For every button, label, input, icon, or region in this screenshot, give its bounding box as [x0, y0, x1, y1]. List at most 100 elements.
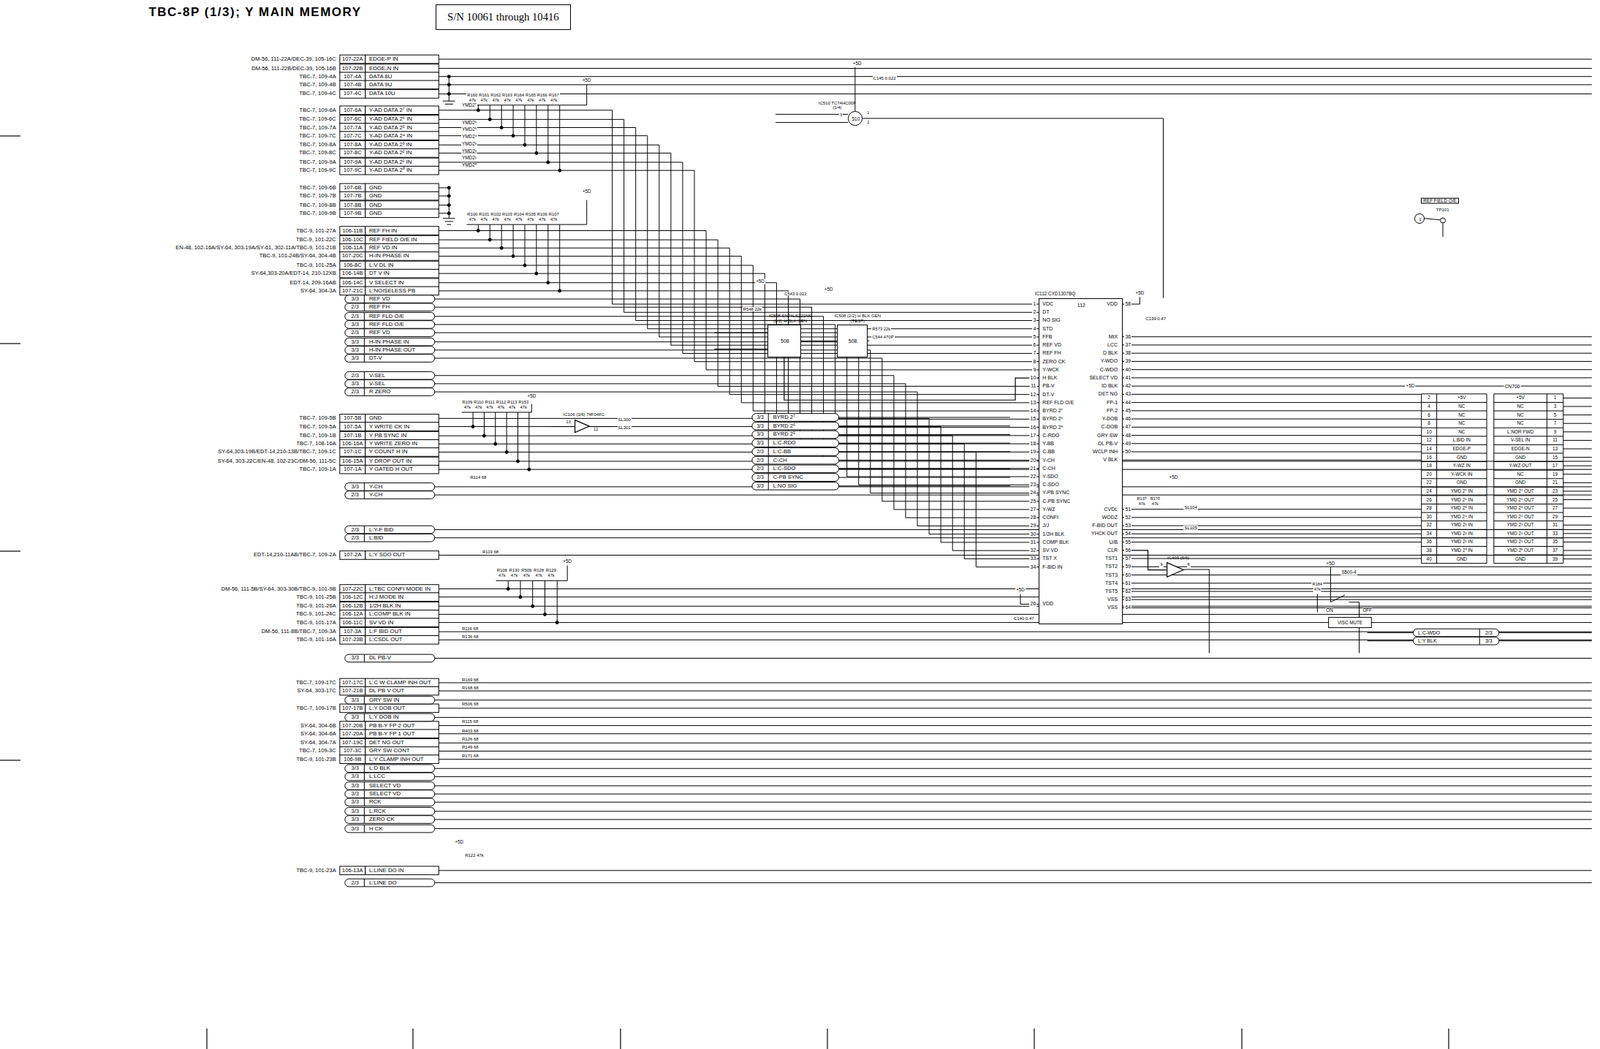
connector-cell [365, 414, 440, 424]
connector-cell [365, 747, 440, 756]
schematic-label: NC [1515, 421, 1524, 427]
schematic-label: +5D [581, 189, 593, 195]
schematic-label: Y-WZ IN [1452, 463, 1472, 469]
wire [434, 801, 1592, 803]
sheet-tag [344, 312, 435, 321]
connector-cell [339, 431, 366, 441]
frame-tick [826, 1028, 828, 1049]
schematic-label: 23 [1029, 482, 1038, 488]
schematic-label: 47 [1124, 424, 1132, 430]
sheet-tag-divider [364, 337, 365, 346]
schematic-label: TBC-9, 101-16A [295, 636, 337, 643]
schematic-label: 3/3 [350, 714, 360, 720]
wire [1563, 406, 1592, 408]
wire [1317, 593, 1318, 612]
schematic-label: REF VD [1041, 342, 1063, 348]
wire [1122, 566, 1592, 568]
schematic-label: 12 [1029, 391, 1038, 397]
junction-dot [511, 134, 515, 138]
junction-dot [516, 459, 519, 463]
schematic-label: DM-56, 111-22B/DEC-39, 105-16B [250, 65, 337, 72]
wire [1122, 525, 1422, 527]
part-text: 1 [1417, 217, 1422, 222]
connector-cell [365, 439, 440, 449]
sheet-tag [344, 878, 435, 887]
part-label: IC508 (2/2) H BLK GEN (TEST) [831, 313, 884, 324]
schematic-label: R113 [506, 399, 519, 405]
connector-cell [339, 123, 366, 133]
sheet-tag-outline [344, 483, 435, 492]
schematic-label: YMD2⁵ [461, 127, 478, 133]
sheet-tag-divider [364, 312, 365, 321]
wire [1421, 410, 1487, 412]
wire [1563, 558, 1592, 560]
frame-tick [1033, 1028, 1035, 1049]
schematic-label: 47k [546, 573, 555, 578]
connector-cell [1328, 617, 1372, 628]
wire [1122, 533, 1422, 535]
schematic-label: 107-4C [342, 90, 363, 97]
schematic-label: GRY SW CONT [368, 747, 411, 754]
sheet-tag-outline [344, 772, 435, 781]
wire [438, 725, 1592, 726]
wire [1494, 503, 1564, 505]
schematic-label: 3/3 [755, 440, 765, 446]
schematic-label: 47k [1138, 502, 1147, 507]
wire [517, 412, 519, 462]
sheet-tag-divider [768, 481, 769, 490]
schematic-label: 52 [1124, 514, 1132, 520]
junction-dot [488, 117, 492, 121]
schematic-label: YMD2³ [461, 141, 478, 147]
schematic-label: 107-4B [342, 81, 362, 88]
schematic-label: L:V DL IN [368, 262, 395, 269]
wire [1183, 569, 1209, 653]
schematic-label: R137 [1136, 497, 1148, 502]
schematic-label: SV VD IN [368, 619, 394, 625]
junction-dot [531, 604, 535, 608]
schematic-label: 106-9B [342, 756, 362, 763]
wire [1122, 418, 1422, 420]
schematic-label: YMD 2⁴ OUT [1505, 513, 1535, 519]
schematic-label: EDT-14,210-11AB/TBC-7, 109-2A [252, 551, 337, 558]
schematic-label: 46 [1124, 415, 1132, 422]
schematic-label: Y-DOB [1101, 415, 1119, 422]
schematic-label: 47k [549, 217, 558, 222]
schematic-label: BYRD 2⁵ [772, 431, 796, 438]
wire [445, 220, 454, 222]
wire [1122, 336, 1592, 337]
sheet-tag [344, 824, 435, 833]
wire [434, 324, 1039, 469]
schematic-label: SELECT VD [368, 790, 402, 797]
frame-tick [0, 550, 21, 552]
schematic-label: 3/3 [755, 423, 765, 429]
schematic-label: C-SDO [1041, 482, 1060, 488]
schematic-label: GND [368, 192, 383, 199]
sheet-tag-divider [364, 798, 365, 807]
wire [1122, 393, 1422, 395]
wire [438, 869, 1592, 871]
schematic-label: BYRD 2⁶ [772, 423, 796, 430]
connector-cell [365, 226, 440, 236]
schematic-label: 107-20A [341, 730, 364, 737]
sheet-title: TBC-8P (1/3); Y MAIN MEMORY [147, 5, 362, 20]
wire [1563, 397, 1592, 399]
connector-cell [339, 414, 366, 424]
schematic-label: 107-7A [342, 124, 362, 131]
connector-cell [339, 201, 366, 210]
connector-cell [365, 456, 440, 466]
connector-cell [339, 235, 366, 245]
schematic-label: L:LINE DO IN [368, 867, 405, 874]
schematic-label: 2/3 [350, 329, 360, 336]
sheet-tag-divider [364, 491, 365, 500]
wire [438, 681, 1592, 683]
schematic-label: TBC-9, 101-17A [295, 619, 337, 626]
schematic-label: YMD 2¹ IN [1450, 539, 1474, 545]
schematic-label: 4 [1426, 404, 1432, 410]
wire [438, 265, 1039, 411]
schematic-label: 47k [468, 97, 477, 103]
sheet-tag-divider [364, 346, 365, 355]
junction-dot [505, 450, 508, 454]
schematic-label: R509 [520, 567, 533, 573]
buffer-symbol: IC409 (6/6) [1166, 562, 1185, 578]
schematic-label: REF VD [368, 329, 392, 336]
